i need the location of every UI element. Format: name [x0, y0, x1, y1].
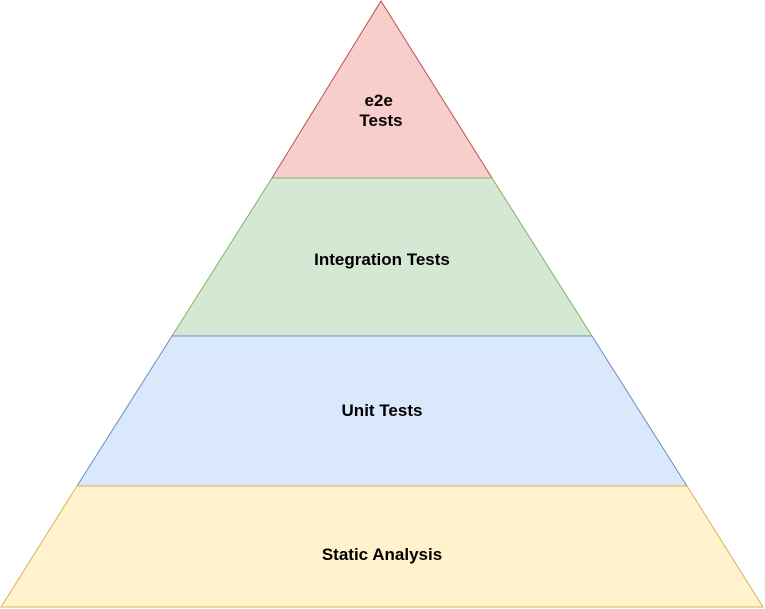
- tier-integration-label-line-1: Integration Tests: [314, 250, 450, 269]
- tier-e2e-label-line-2: Tests: [359, 111, 402, 130]
- tier-integration: Integration Tests: [171, 177, 593, 337]
- tier-static-analysis-label: Static Analysis: [322, 545, 442, 564]
- tier-static-analysis: Static Analysis: [0, 485, 764, 608]
- tier-static-analysis-label-line-1: Static Analysis: [322, 545, 442, 564]
- tier-integration-label: Integration Tests: [314, 250, 450, 269]
- tier-e2e: e2e Tests: [271, 0, 493, 179]
- tier-unit: Unit Tests: [76, 335, 688, 487]
- tier-unit-label: Unit Tests: [342, 401, 423, 420]
- tier-e2e-shape: [271, 0, 493, 179]
- tier-static-analysis-shape: [0, 485, 764, 608]
- tier-unit-label-line-1: Unit Tests: [342, 401, 423, 420]
- tier-e2e-label-line-1: e2e: [364, 91, 392, 110]
- tier-e2e-label: e2e Tests: [359, 91, 402, 130]
